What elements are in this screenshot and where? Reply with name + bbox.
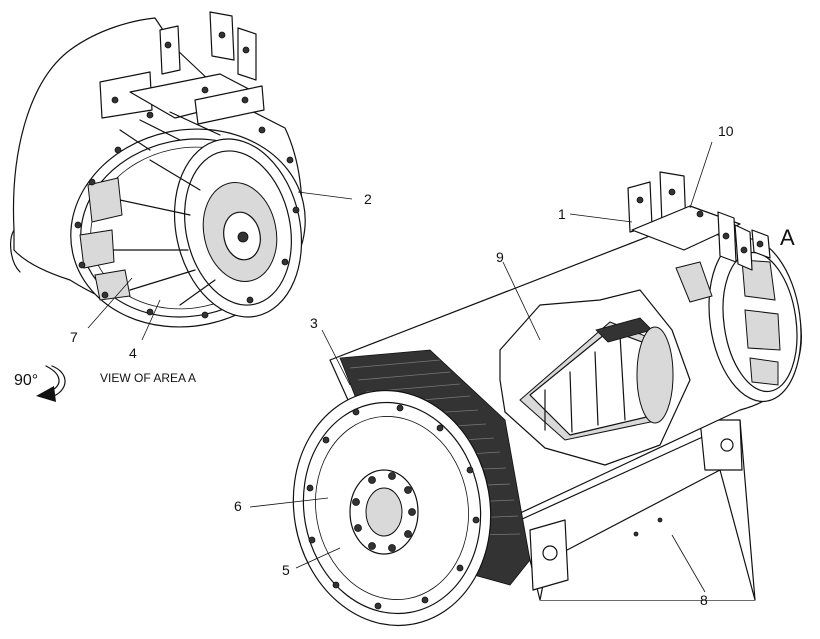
- view-caption: VIEW OF AREA A: [100, 371, 196, 385]
- callout-9: 9: [496, 249, 504, 265]
- callout-3: 3: [310, 315, 318, 331]
- callout-1: 1: [558, 206, 566, 222]
- curved-arrow-icon: [36, 365, 66, 402]
- callout-4: 4: [129, 345, 137, 361]
- callout-10: 10: [718, 123, 734, 139]
- detail-view-area-a: [10, 11, 306, 328]
- generator-main-view: [292, 171, 802, 627]
- callout-8: 8: [700, 592, 708, 608]
- callout-5: 5: [282, 562, 290, 578]
- callout-7: 7: [70, 329, 78, 345]
- callout-6: 6: [234, 498, 242, 514]
- callout-2: 2: [364, 191, 372, 207]
- rotation-label: 90°: [14, 372, 38, 389]
- area-marker: A: [780, 225, 795, 250]
